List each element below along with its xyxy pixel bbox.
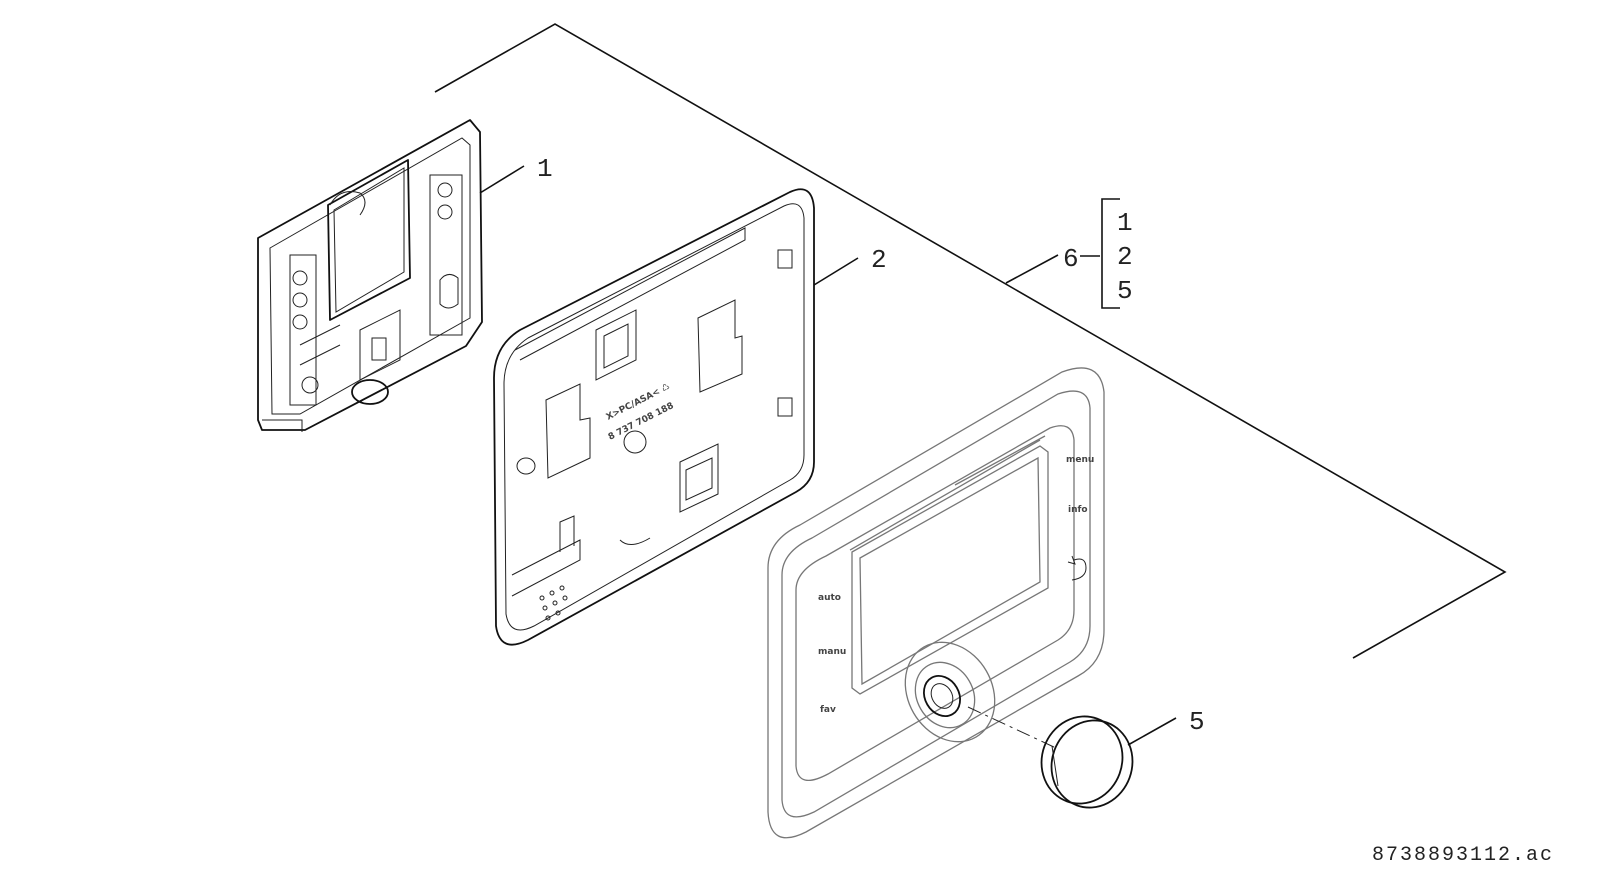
kit-item-5: 5 [1117, 276, 1133, 306]
kit-frame [434, 23, 1507, 659]
rotary-knob-socket [904, 641, 996, 743]
back-arrow-icon [1067, 555, 1087, 581]
callout-2: 2 [871, 245, 887, 275]
wall-mounting-plate [257, 119, 483, 432]
knob-cap [967, 706, 1134, 809]
kit-item-2: 2 [1117, 242, 1133, 272]
kit-bracket [1101, 198, 1120, 309]
callout-1: 1 [537, 154, 553, 184]
display-screen [851, 445, 1049, 695]
info-button-label: info [1068, 505, 1088, 515]
fav-button-label: fav [820, 705, 836, 715]
rear-housing: X>PC/ASA< ♺ 8 737 708 188 [493, 188, 815, 646]
controller-front-panel: menu info auto manu fav [767, 367, 1105, 839]
kit-item-1: 1 [1117, 208, 1133, 238]
callout-5: 5 [1189, 707, 1205, 737]
leader-lines [479, 165, 1177, 746]
menu-button-label: menu [1066, 455, 1094, 465]
callout-6: 6 [1063, 244, 1079, 274]
manual-button-label: manu [818, 647, 846, 657]
auto-button-label: auto [818, 593, 841, 603]
drawing-number: 8738893112.ac [1372, 844, 1554, 867]
